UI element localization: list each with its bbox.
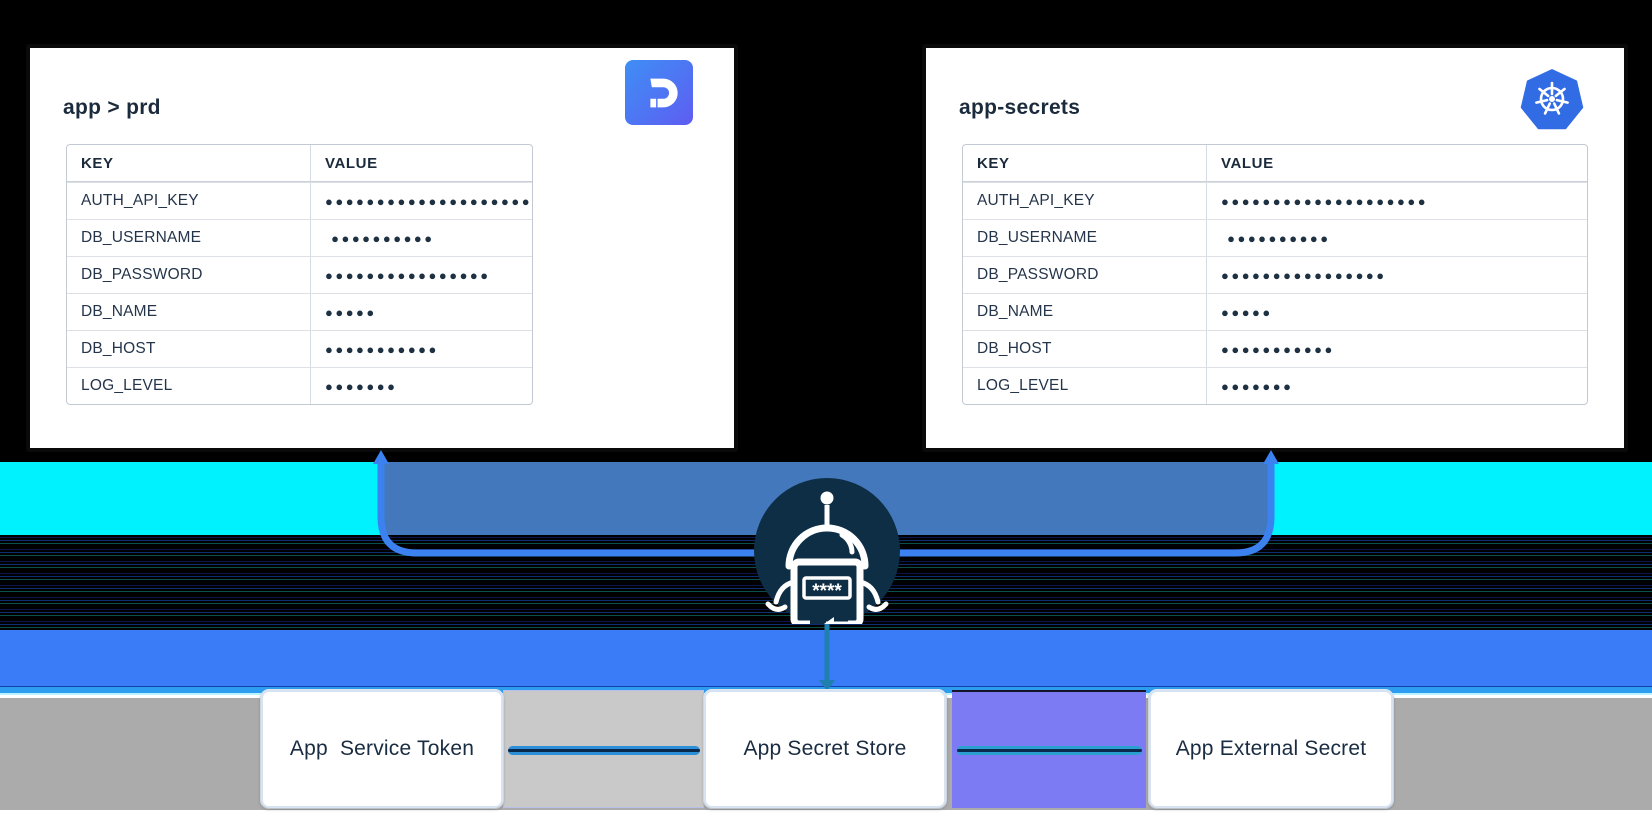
row-value-masked: ●●●●●●● — [325, 378, 398, 394]
row-value-masked: ●●●●●●●●●●●●●●●●●●●● — [1221, 193, 1429, 209]
row-value-masked: ●●●●●●●●●● — [1221, 230, 1331, 246]
table-header-row: KEY VALUE — [67, 145, 533, 182]
doppler-logo-icon — [625, 60, 693, 125]
secrets-table: KEY VALUE AUTH_API_KEY●●●●●●●●●●●●●●●●●●… — [962, 144, 1588, 405]
row-value-masked: ●●●●●●●●●●●●●●●● — [1221, 267, 1387, 283]
table-row: LOG_LEVEL ●●●●●●● — [963, 367, 1587, 404]
row-key: DB_HOST — [963, 331, 1207, 367]
table-header-row: KEY VALUE — [963, 145, 1587, 182]
row-value-masked: ●●●●●●●●●●●●●●●● — [325, 267, 491, 283]
row-key: DB_HOST — [67, 331, 311, 367]
row-key: DB_USERNAME — [67, 220, 311, 256]
card-title: app > prd — [63, 96, 161, 119]
node-label: App Secret Store — [743, 737, 907, 760]
table-row: AUTH_API_KEY ●●●●●●●●●●●●●●●●●●●● — [67, 182, 533, 219]
bottom-white-strip — [0, 810, 1652, 839]
masked-password-text: **** — [812, 581, 842, 602]
row-value-masked: ●●●●●●●●●●● — [1221, 341, 1335, 357]
doppler-config-card: app > prd KEY VALUE AUTH_API_KEY●●●●●●●●… — [26, 44, 738, 452]
table-row: AUTH_API_KEY ●●●●●●●●●●●●●●●●●●●● — [963, 182, 1587, 219]
node-app-secret-store: App Secret Store — [704, 690, 946, 808]
flow-arrow-store-to-external — [957, 746, 1142, 755]
row-key: DB_NAME — [963, 294, 1207, 330]
row-value-masked: ●●●●●●●●●●● — [325, 341, 439, 357]
table-row: DB_HOST ●●●●●●●●●●● — [67, 330, 533, 367]
flow-arrow-token-to-store — [508, 746, 700, 755]
table-row: DB_NAME ●●●●● — [963, 293, 1587, 330]
row-key: DB_NAME — [67, 294, 311, 330]
row-key: LOG_LEVEL — [963, 368, 1207, 404]
secrets-table: KEY VALUE AUTH_API_KEY●●●●●●●●●●●●●●●●●●… — [66, 144, 534, 405]
table-row: LOG_LEVEL ●●●●●●● — [67, 367, 533, 404]
table-body: AUTH_API_KEY ●●●●●●●●●●●●●●●●●●●● DB_USERN… — [67, 182, 533, 404]
card-title: app-secrets — [959, 96, 1081, 119]
row-key: DB_PASSWORD — [963, 257, 1207, 293]
row-key: DB_USERNAME — [963, 220, 1207, 256]
table-row: DB_USERNAME ●●●●●●●●●● — [67, 219, 533, 256]
row-key: AUTH_API_KEY — [67, 183, 311, 219]
table-row: DB_PASSWORD ●●●●●●●●●●●●●●●● — [963, 256, 1587, 293]
table-row: DB_USERNAME ●●●●●●●●●● — [963, 219, 1587, 256]
table-body: AUTH_API_KEY ●●●●●●●●●●●●●●●●●●●● DB_USERN… — [963, 182, 1587, 404]
node-label: App Service Token — [289, 737, 475, 760]
node-label: App External Secret — [1175, 737, 1367, 760]
blue-band — [0, 630, 1652, 686]
kubernetes-secret-card: app-secrets KEY VALUE — [922, 44, 1628, 452]
row-key: AUTH_API_KEY — [963, 183, 1207, 219]
column-header-key: KEY — [67, 145, 311, 181]
column-header-value: VALUE — [325, 154, 378, 172]
row-value-masked: ●●●●●●● — [1221, 378, 1294, 394]
node-app-external-secret: App External Secret — [1149, 690, 1393, 808]
row-value-masked: ●●●●● — [325, 304, 377, 320]
table-row: DB_NAME ●●●●● — [67, 293, 533, 330]
password-sync-robot-icon: **** — [754, 478, 900, 631]
node-app-service-token: App Service Token — [261, 690, 503, 808]
row-value-masked: ●●●●●●●●●● — [325, 230, 435, 246]
row-value-masked: ●●●●● — [1221, 304, 1273, 320]
column-header-value: VALUE — [1221, 154, 1274, 172]
kubernetes-logo-icon — [1520, 69, 1584, 131]
row-key: LOG_LEVEL — [67, 368, 311, 404]
row-value-masked: ●●●●●●●●●●●●●●●●●●●● — [325, 193, 533, 209]
row-key: DB_PASSWORD — [67, 257, 311, 293]
table-row: DB_HOST ●●●●●●●●●●● — [963, 330, 1587, 367]
column-header-key: KEY — [963, 145, 1207, 181]
table-row: DB_PASSWORD ●●●●●●●●●●●●●●●● — [67, 256, 533, 293]
